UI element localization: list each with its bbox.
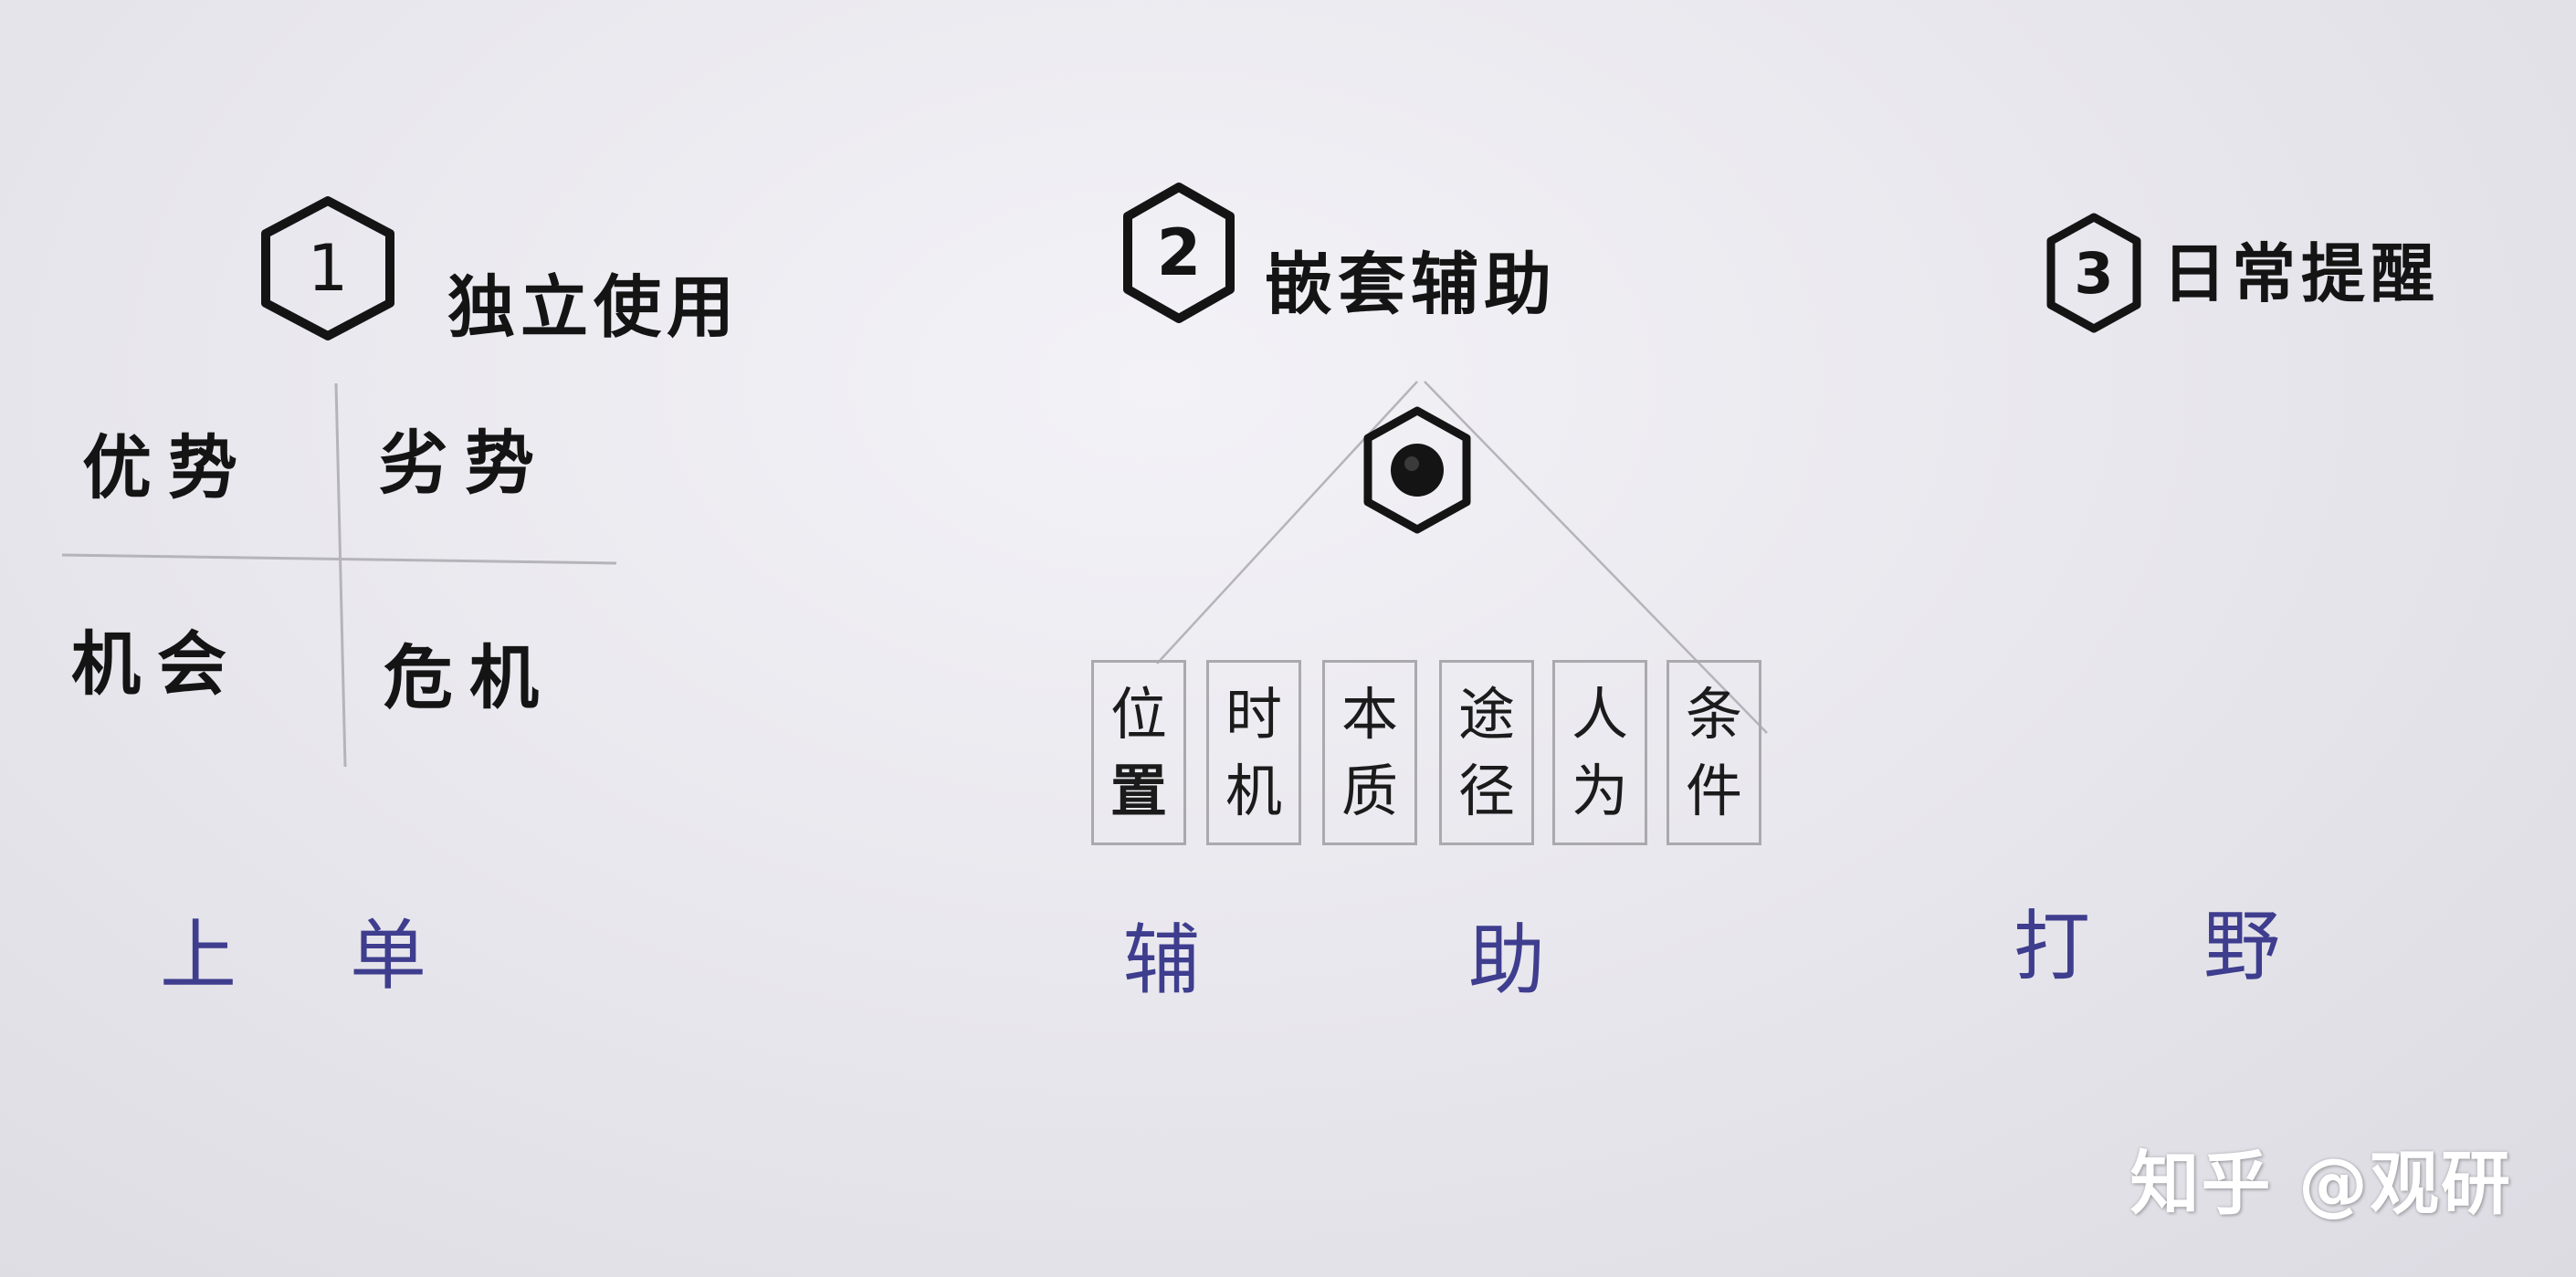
factor-char: 机 — [1225, 757, 1282, 824]
swot-opportunities: 机会 — [71, 623, 243, 705]
swot-weaknesses: 劣势 — [379, 423, 551, 504]
section-2-title: 嵌套辅助 — [1265, 246, 1557, 324]
factor-char: 径 — [1457, 757, 1515, 824]
factor-char: 置 — [1109, 757, 1167, 824]
section-1-header: 1 — [254, 192, 402, 349]
factor-box-position: 位 置 — [1091, 660, 1186, 845]
role-label-support: 辅助 — [1123, 922, 1549, 999]
factor-char: 时 — [1225, 680, 1282, 748]
role-char: 辅 — [1123, 916, 1204, 1005]
role-char: 助 — [1468, 916, 1550, 1005]
swot-vertical-line — [334, 382, 347, 768]
section-1-title: 独立使用 — [447, 268, 740, 347]
role-char: 单 — [350, 911, 431, 1000]
factor-char: 人 — [1571, 680, 1628, 748]
hexagon-number-icon — [261, 196, 394, 340]
factor-char: 位 — [1109, 680, 1167, 748]
role-char: 打 — [2013, 902, 2095, 991]
section-1-number: 1 — [307, 231, 349, 306]
factor-char: 本 — [1341, 680, 1398, 748]
factor-char: 件 — [1685, 757, 1742, 824]
swot-threats: 危机 — [384, 637, 555, 718]
zhihu-watermark: 知乎 @观研 — [2129, 1143, 2512, 1224]
factor-box-essence: 本 质 — [1322, 660, 1417, 845]
factor-box-condition: 条 件 — [1667, 660, 1761, 845]
section-3-header: 3 — [2044, 210, 2144, 340]
factor-box-human: 人 为 — [1552, 660, 1647, 845]
hex-nut-icon — [1363, 406, 1471, 534]
swot-strengths: 优势 — [82, 427, 254, 508]
role-char: 上 — [160, 911, 241, 1000]
factor-char: 为 — [1571, 757, 1628, 824]
factor-box-path: 途 径 — [1439, 660, 1534, 845]
factor-char: 条 — [1685, 680, 1742, 748]
role-label-top-lane: 上单 — [160, 917, 430, 994]
hexagon-number-icon — [2046, 213, 2141, 333]
section-2-number: 2 — [1156, 215, 1202, 290]
role-char: 野 — [2203, 902, 2285, 991]
section-2-header: 2 — [1119, 178, 1239, 331]
factor-box-timing: 时 机 — [1206, 660, 1301, 845]
section-3-title: 日常提醒 — [2162, 236, 2440, 311]
hexagon-number-icon — [1123, 183, 1235, 323]
triangle-left-line — [1156, 381, 1418, 665]
section-3-number: 3 — [2074, 239, 2114, 307]
swot-horizontal-line — [61, 553, 617, 565]
role-label-jungle: 打野 — [2013, 908, 2284, 985]
factor-char: 质 — [1341, 757, 1398, 824]
triangle-right-line — [1424, 381, 1768, 734]
factor-char: 途 — [1457, 680, 1515, 748]
